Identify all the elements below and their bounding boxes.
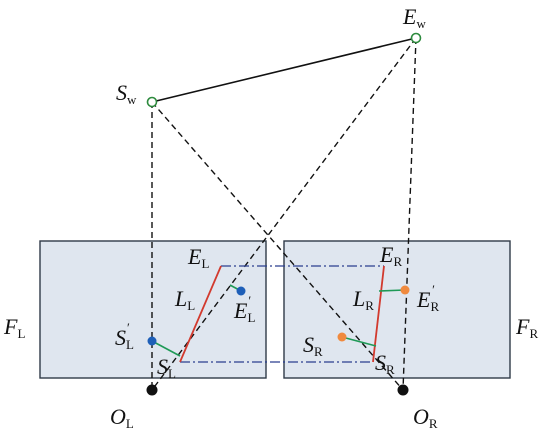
ray-sw-or bbox=[151, 101, 404, 391]
left-perp-S bbox=[151, 340, 181, 357]
label-SL: SL bbox=[157, 354, 176, 381]
label-SR: SR bbox=[375, 350, 395, 377]
label-FR: FR bbox=[515, 314, 538, 341]
label-LR: LR bbox=[352, 286, 374, 313]
camera-center-OR bbox=[397, 384, 409, 396]
point-Ew bbox=[410, 32, 422, 44]
epipolar-lines bbox=[180, 265, 384, 363]
label-FL: FL bbox=[3, 314, 25, 341]
label-ER-prime: ER′ bbox=[416, 282, 439, 314]
world-line-segment bbox=[151, 37, 417, 103]
label-ER: ER bbox=[379, 242, 402, 269]
ray-ew-ol bbox=[151, 37, 417, 391]
label-OL: OL bbox=[110, 404, 134, 431]
label-LL: LL bbox=[174, 286, 195, 313]
label-EL: EL bbox=[187, 244, 209, 271]
left-image-plane bbox=[39, 240, 267, 379]
right-perp-S bbox=[341, 336, 377, 347]
point-Sw bbox=[146, 96, 158, 108]
label-EL-prime: EL′ bbox=[233, 293, 255, 325]
label-SL-prime: SL′ bbox=[115, 320, 134, 352]
point-SR-prime bbox=[337, 332, 347, 342]
camera-center-OL bbox=[146, 384, 158, 396]
diagram-labels: Ew Sw FL FR EL LL EL′ SL′ SL ER LR ER′ S… bbox=[3, 4, 538, 431]
label-OR: OR bbox=[413, 404, 438, 431]
point-ER-prime bbox=[400, 285, 410, 295]
label-Ew: Ew bbox=[402, 4, 426, 31]
label-SR-prime: SR bbox=[303, 332, 323, 359]
left-line-LL bbox=[179, 265, 222, 363]
point-SL-prime bbox=[147, 336, 157, 346]
right-image-plane bbox=[283, 240, 511, 379]
ray-ew-or bbox=[402, 37, 417, 391]
label-Sw: Sw bbox=[116, 80, 137, 107]
point-EL-prime bbox=[236, 286, 246, 296]
